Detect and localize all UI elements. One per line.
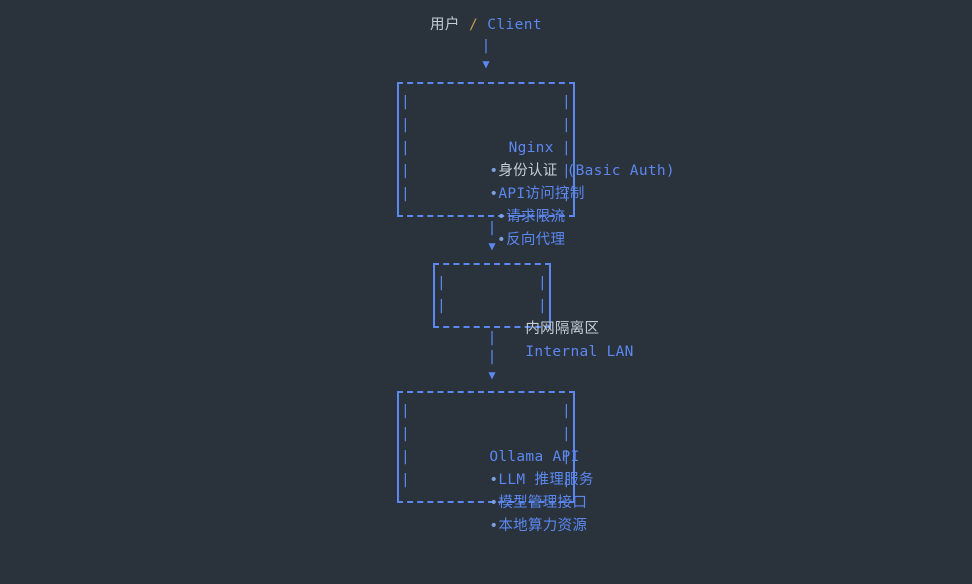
node-internal-lan-title: 内网隔离区 (525, 321, 600, 337)
box-pipe-right-icon: | (561, 117, 571, 133)
bullet-icon: • (489, 163, 499, 179)
connector-pipe-icon: | (487, 220, 497, 236)
node-nginx-item-1-cjk: API访问控制 (498, 186, 585, 202)
connector-arrow-down-icon: ▼ (488, 368, 496, 382)
bullet-icon: • (489, 518, 499, 534)
node-ollama-api-item-1-cjk: 模型管理接口 (498, 495, 588, 511)
node-ollama-api-item-2[interactable]: | •本地算力资源 | (399, 469, 587, 534)
box-pipe-right-icon: | (537, 298, 547, 314)
box-pipe-left-icon: | (401, 426, 411, 442)
node-internal-lan-body: | 内网隔离区 | | Internal LAN | (435, 265, 633, 360)
node-nginx-item-1[interactable]: | •API访问控制 | (399, 137, 584, 202)
connector-pipe-icon: | (487, 330, 497, 346)
box-pipe-left-icon: | (401, 140, 411, 156)
node-ollama-api-item-0-cjk: LLM 推理服务 (498, 472, 594, 488)
root-node-label-cjk: 用户 (430, 17, 460, 33)
connector-arrow-down-icon: ▼ (482, 57, 490, 71)
box-pipe-right-icon: | (561, 472, 571, 488)
box-pipe-left-icon: | (401, 186, 411, 202)
box-pipe-left-icon: | (401, 117, 411, 133)
node-nginx-body: | Nginx | | •身份认证 (Basic Auth) | | •API访… (399, 84, 675, 248)
box-pipe-left-icon: | (401, 472, 411, 488)
connector-lan-to-ollama: | | ▼ (488, 329, 497, 386)
bullet-icon: • (497, 209, 507, 225)
bullet-icon: • (489, 472, 499, 488)
node-nginx-title: Nginx (508, 140, 554, 156)
node-nginx-item-3[interactable]: | •反向代理 | (399, 183, 573, 248)
box-pipe-right-icon: | (561, 449, 571, 465)
box-pipe-left-icon: | (401, 94, 411, 110)
node-ollama-api-title: Ollama API (489, 449, 580, 465)
node-ollama-api-item-1[interactable]: | •模型管理接口 | (399, 446, 587, 511)
node-internal-lan-title-row: | 内网隔离区 | (435, 272, 599, 337)
node-nginx[interactable]: | Nginx | | •身份认证 (Basic Auth) | | •API访… (397, 82, 675, 248)
root-node-label-separator: / (459, 17, 488, 33)
node-nginx-item-0-latin: (Basic Auth) (557, 163, 675, 179)
box-pipe-right-icon: | (561, 426, 571, 442)
node-ollama-api-body: | Ollama API | | •LLM 推理服务 | | •模型管理接口 |… (399, 393, 593, 534)
connector-nginx-to-lan: | ▼ (488, 219, 497, 257)
node-nginx-item-2-cjk: 请求限流 (506, 209, 566, 225)
root-node-label: 用户 / Client (430, 15, 542, 35)
box-pipe-left-icon: | (401, 163, 411, 179)
node-nginx-item-0[interactable]: | •身份认证 (Basic Auth) | (399, 114, 675, 179)
box-pipe-right-icon: | (537, 275, 547, 291)
node-ollama-api-item-2-cjk: 本地算力资源 (498, 518, 588, 534)
node-internal-lan[interactable]: | 内网隔离区 | | Internal LAN | (433, 263, 633, 360)
box-pipe-right-icon: | (561, 403, 571, 419)
box-pipe-left-icon: | (437, 298, 447, 314)
node-nginx-title-row: | Nginx | (399, 91, 573, 156)
node-ollama-api[interactable]: | Ollama API | | •LLM 推理服务 | | •模型管理接口 |… (397, 391, 593, 534)
box-pipe-right-icon: | (561, 186, 571, 202)
box-pipe-left-icon: | (401, 403, 411, 419)
connector-client-to-nginx: | ▼ (482, 37, 491, 75)
box-pipe-left-icon: | (401, 449, 411, 465)
connector-pipe-icon: | (481, 38, 491, 54)
box-pipe-left-icon: | (437, 275, 447, 291)
node-internal-lan-subtitle-row: | Internal LAN | (435, 295, 633, 360)
bullet-icon: • (489, 186, 499, 202)
box-pipe-right-icon: | (561, 94, 571, 110)
architecture-flow: 用户 / Client | ▼ | Nginx | | •身份认证 (Basic… (397, 15, 675, 534)
connector-arrow-down-icon: ▼ (488, 239, 496, 253)
box-pipe-right-icon: | (561, 140, 571, 156)
node-nginx-item-0-cjk: 身份认证 (498, 163, 558, 179)
diagram-canvas: 用户 / Client | ▼ | Nginx | | •身份认证 (Basic… (397, 15, 675, 534)
box-pipe-right-icon: | (561, 163, 571, 179)
node-ollama-api-item-0[interactable]: | •LLM 推理服务 | (399, 423, 593, 488)
root-node-label-latin: Client (487, 17, 542, 33)
node-ollama-api-title-row: | Ollama API | (399, 400, 579, 465)
node-nginx-item-2[interactable]: | •请求限流 | (399, 160, 573, 225)
bullet-icon: • (497, 232, 507, 248)
connector-pipe-icon: | (487, 349, 497, 365)
node-nginx-item-3-cjk: 反向代理 (506, 232, 566, 248)
node-internal-lan-subtitle: Internal LAN (525, 344, 634, 360)
bullet-icon: • (489, 495, 499, 511)
